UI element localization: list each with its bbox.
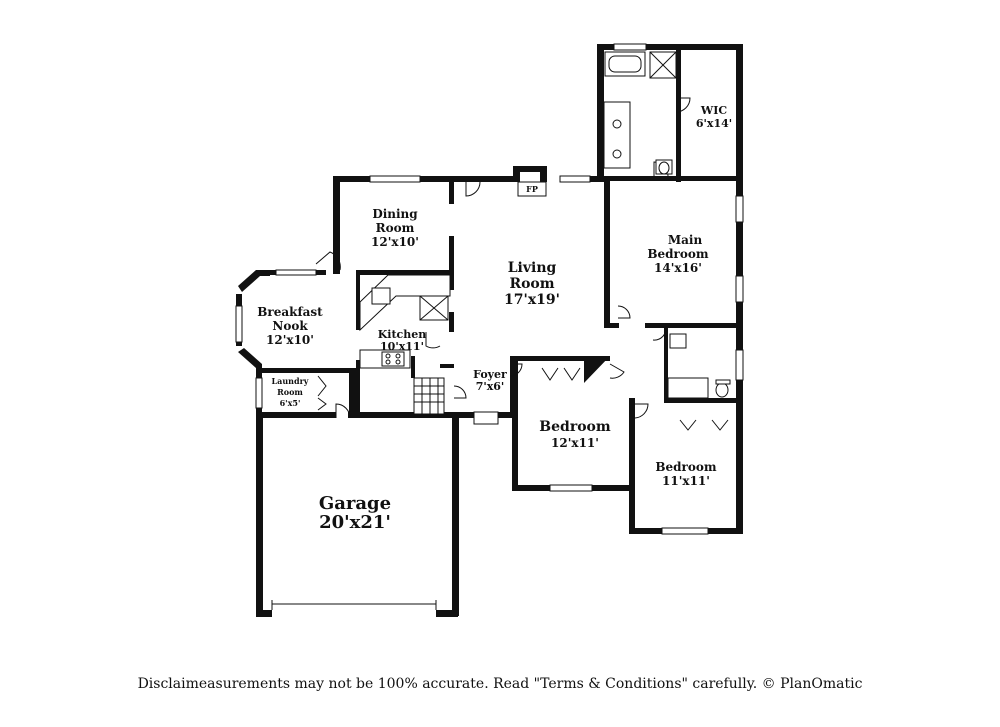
breakfast-nook-size: 12'x10' bbox=[266, 333, 314, 347]
foyer-size: 7'x6' bbox=[476, 380, 505, 393]
disclaimer-part-1: Disclaim bbox=[137, 676, 199, 692]
breakfast-nook-name-1: Breakfast bbox=[257, 305, 323, 319]
main-bedroom-name-1: Main bbox=[668, 233, 703, 247]
living-room-name-1: Living bbox=[508, 260, 557, 276]
living-room-size: 17'x19' bbox=[504, 292, 560, 308]
windows bbox=[235, 43, 744, 610]
fireplace-label: FP bbox=[526, 184, 538, 194]
foyer-name: Foyer bbox=[473, 368, 507, 381]
doors bbox=[315, 97, 729, 431]
bedroom-3-name: Bedroom bbox=[655, 460, 716, 474]
dining-room-size: 12'x10' bbox=[371, 235, 419, 249]
bedroom-2-name: Bedroom bbox=[539, 419, 611, 435]
dining-room-name-1: Dining bbox=[372, 207, 418, 221]
main-bedroom-size: 14'x16' bbox=[654, 261, 702, 275]
laundry-room-size: 6'x5' bbox=[280, 398, 301, 408]
kitchen-size: 10'x11' bbox=[380, 340, 424, 353]
kitchen-name: Kitchen bbox=[378, 328, 427, 341]
room-labels: FP Dining Room 12'x10' Living Room 17'x1… bbox=[257, 104, 732, 533]
laundry-room-name-1: Laundry bbox=[272, 376, 309, 386]
disclaimer-part-2: easurements may not be 100% accurate. Re… bbox=[198, 676, 863, 692]
bedroom-3-size: 11'x11' bbox=[662, 474, 710, 488]
disclaimer-text: Disclaimeasurements may not be 100% accu… bbox=[0, 676, 1000, 692]
dining-room-name-2: Room bbox=[376, 221, 415, 235]
wic-name: WIC bbox=[700, 104, 727, 117]
wic-size: 6'x14' bbox=[696, 117, 732, 130]
laundry-room-name-2: Room bbox=[277, 387, 303, 397]
bedroom-2-size: 12'x11' bbox=[551, 436, 599, 450]
breakfast-nook-name-2: Nook bbox=[272, 319, 308, 333]
main-bedroom-name-2: Bedroom bbox=[647, 247, 708, 261]
garage-size: 20'x21' bbox=[319, 512, 391, 533]
fixtures bbox=[359, 51, 731, 415]
living-room-name-2: Room bbox=[509, 276, 554, 292]
garage-name: Garage bbox=[319, 493, 391, 514]
